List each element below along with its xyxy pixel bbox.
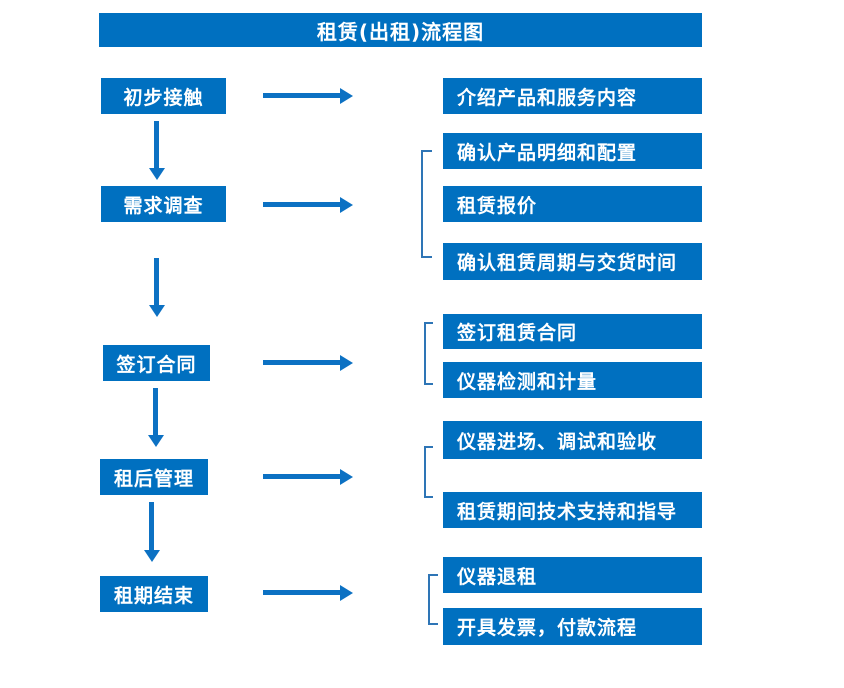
stage-box-post-rental-management: 租后管理 bbox=[100, 459, 208, 495]
detail-box-tech-support: 租赁期间技术支持和指导 bbox=[443, 492, 702, 528]
stage-box-demand-survey: 需求调查 bbox=[101, 186, 226, 222]
detail-box-instrument-testing: 仪器检测和计量 bbox=[443, 362, 702, 398]
stage-box-sign-contract: 签订合同 bbox=[103, 345, 210, 381]
stage-box-initial-contact: 初步接触 bbox=[101, 78, 226, 114]
detail-box-invoice-payment: 开具发票，付款流程 bbox=[443, 608, 702, 645]
stage-box-rental-end: 租期结束 bbox=[100, 576, 208, 612]
right-arrow-icon bbox=[263, 354, 353, 371]
down-arrow-icon bbox=[148, 121, 165, 180]
group-bracket-demand-survey bbox=[421, 150, 432, 258]
detail-box-instrument-entry-acceptance: 仪器进场、调试和验收 bbox=[443, 421, 702, 459]
group-bracket-sign-contract bbox=[424, 322, 433, 385]
detail-box-rental-quote: 租赁报价 bbox=[443, 186, 702, 222]
right-arrow-icon bbox=[263, 87, 353, 104]
right-arrow-icon bbox=[263, 468, 353, 485]
right-arrow-icon bbox=[263, 584, 353, 601]
diagram-title: 租赁(出租)流程图 bbox=[99, 13, 702, 47]
detail-box-instrument-return: 仪器退租 bbox=[443, 557, 702, 593]
group-bracket-rental-end bbox=[428, 574, 438, 625]
down-arrow-icon bbox=[148, 258, 165, 317]
right-arrow-icon bbox=[263, 196, 353, 213]
detail-box-sign-rental-contract: 签订租赁合同 bbox=[443, 314, 702, 349]
detail-box-confirm-product-details: 确认产品明细和配置 bbox=[443, 133, 702, 169]
detail-box-confirm-period-delivery: 确认租赁周期与交货时间 bbox=[443, 243, 702, 280]
down-arrow-icon bbox=[143, 502, 160, 562]
group-bracket-post-rental bbox=[424, 446, 433, 498]
down-arrow-icon bbox=[147, 388, 164, 447]
detail-box-intro-products: 介绍产品和服务内容 bbox=[443, 78, 702, 114]
